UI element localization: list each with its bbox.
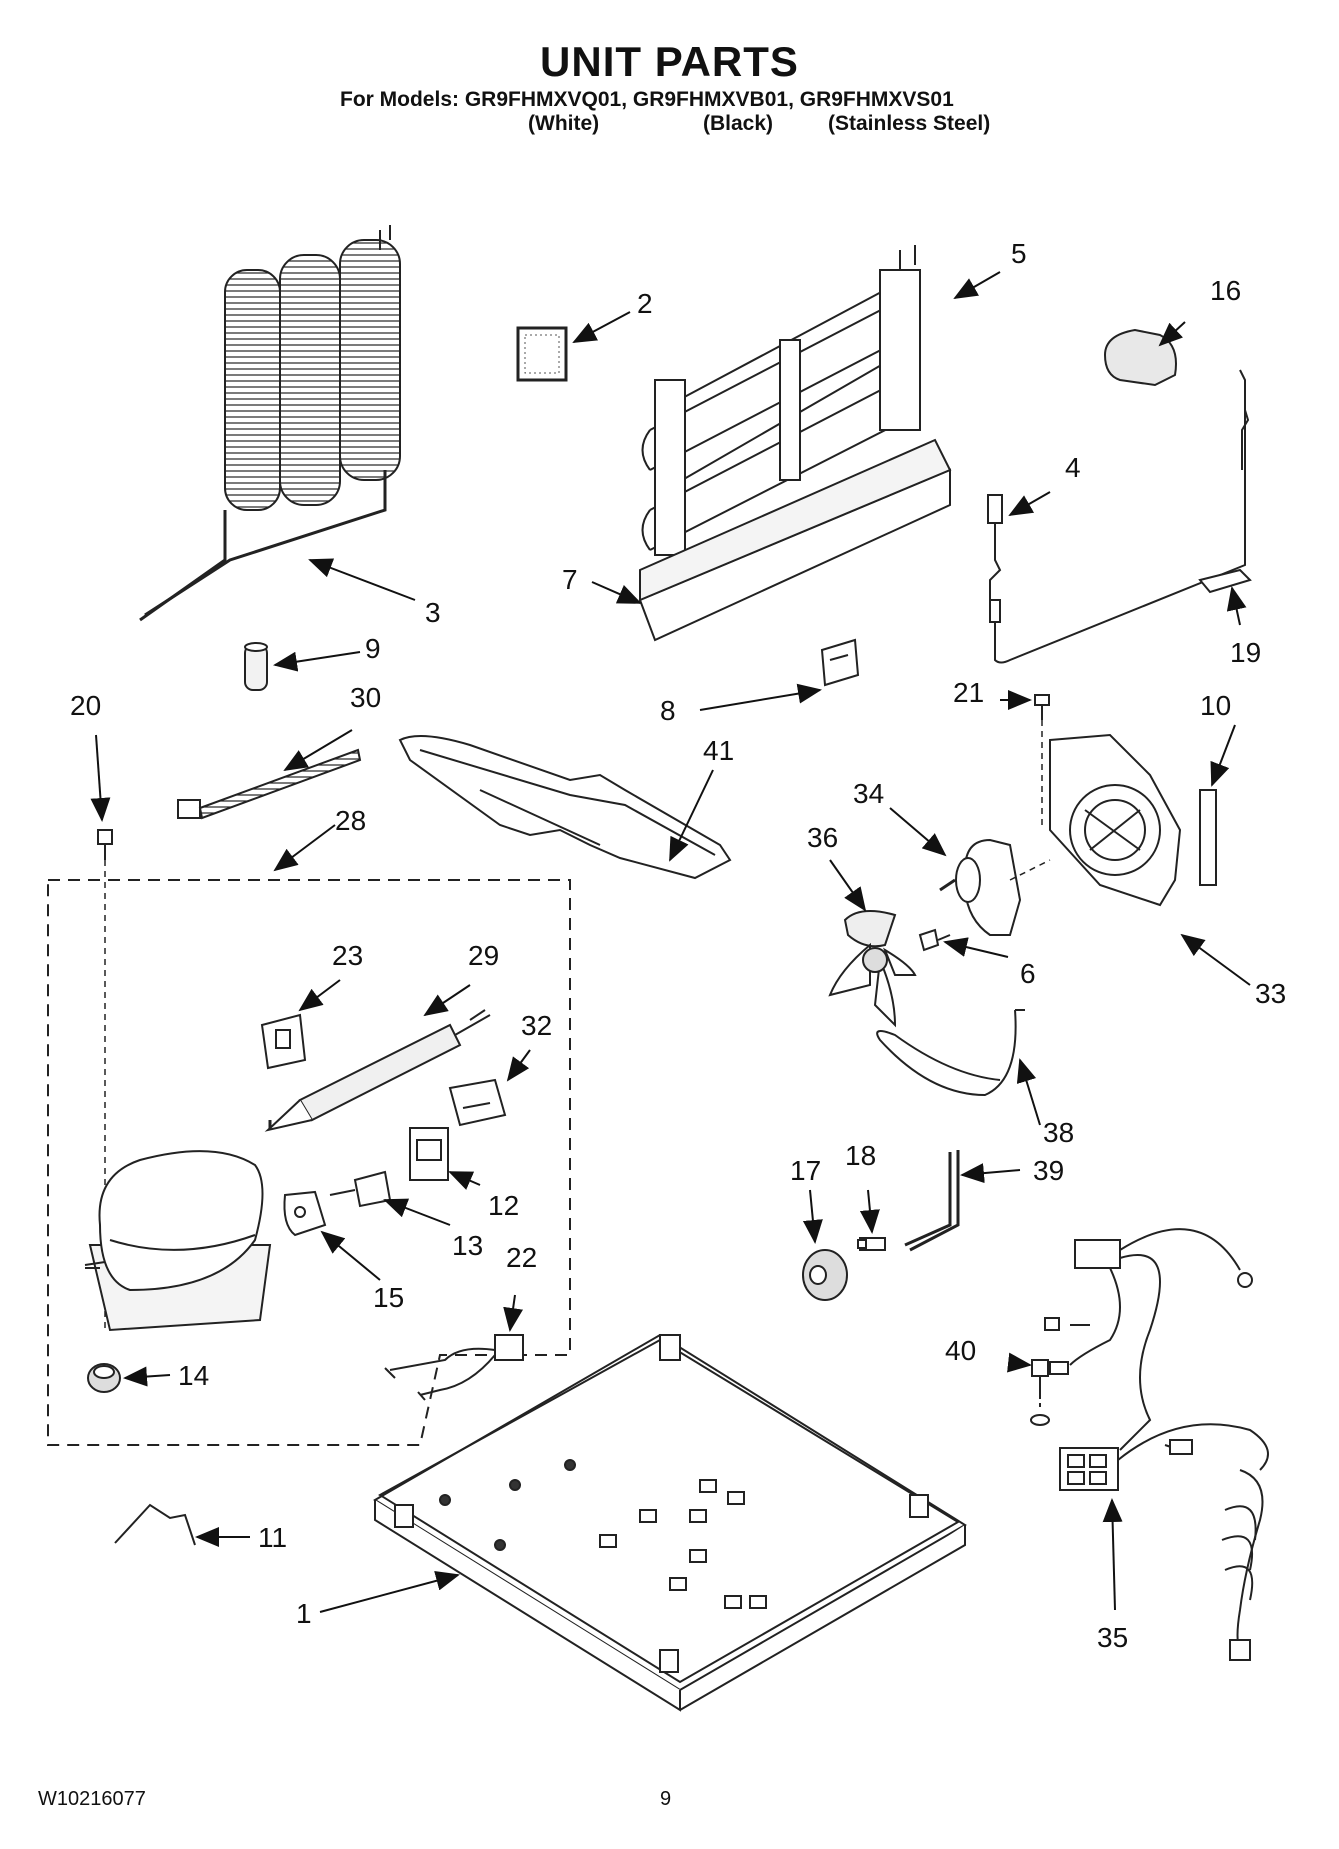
document-number: W10216077	[38, 1788, 146, 1810]
callout-28: 28	[335, 805, 367, 836]
condenser-coil	[139, 225, 401, 622]
foam-strip	[1199, 789, 1217, 886]
fan-motor	[939, 838, 1051, 936]
variant-black: (Black)	[703, 112, 774, 135]
callout-12: 12	[488, 1190, 520, 1221]
power-cord-22	[384, 1334, 524, 1401]
callout-20: 20	[70, 690, 102, 721]
relay	[260, 1013, 307, 1070]
callout-4: 4	[1065, 452, 1081, 483]
callout-17: 17	[790, 1155, 822, 1186]
ptc-relay	[283, 1190, 327, 1237]
wire-clip	[114, 1503, 196, 1546]
callout-34: 34	[853, 778, 885, 809]
base-frame	[373, 1333, 967, 1712]
start-device	[409, 1127, 449, 1181]
evaporator-drain-trough	[638, 438, 952, 642]
callout-23: 23	[332, 940, 364, 971]
callout-8: 8	[660, 695, 676, 726]
callout-5: 5	[1011, 238, 1027, 269]
callout-30: 30	[350, 682, 382, 713]
fan-shroud	[1049, 733, 1182, 907]
capacitor	[244, 642, 268, 691]
callout-38: 38	[1043, 1117, 1075, 1148]
l-tube	[904, 1150, 960, 1252]
callout-10: 10	[1200, 690, 1232, 721]
callout-36: 36	[807, 822, 839, 853]
screw-6	[918, 928, 951, 952]
callout-16: 16	[1210, 275, 1242, 306]
callout-14: 14	[178, 1360, 210, 1391]
thermostat-cover	[1103, 328, 1177, 387]
screw-40	[1030, 1359, 1050, 1426]
thermistor-harness	[987, 369, 1250, 664]
fan-blade	[828, 910, 917, 1028]
drain-tube	[876, 1009, 1025, 1097]
compressor-grommet-14	[87, 1363, 121, 1393]
models-line: For Models: GR9FHMXVQ01, GR9FHMXVB01, GR…	[340, 88, 954, 111]
callout-33: 33	[1255, 978, 1287, 1009]
callout-11: 11	[258, 1522, 288, 1553]
callout-41: 41	[703, 735, 735, 766]
compressor-grommet	[802, 1249, 848, 1301]
callout-9: 9	[365, 633, 381, 664]
mounting-bracket	[820, 638, 860, 687]
callout-7: 7	[562, 564, 578, 595]
callout-40: 40	[945, 1335, 977, 1366]
callout-15: 15	[373, 1282, 405, 1313]
screw-21	[1034, 694, 1050, 830]
callout-2: 2	[637, 288, 653, 319]
compressor	[84, 1150, 272, 1332]
leader-lines	[90, 271, 1251, 1613]
callout-29: 29	[468, 940, 500, 971]
insulation-pad	[516, 326, 568, 382]
callout-21: 21	[953, 677, 985, 708]
clip	[1198, 568, 1252, 594]
overload	[448, 1078, 507, 1127]
compressor-kit-boundary	[47, 879, 571, 1446]
filter-drier	[264, 1009, 491, 1132]
variant-white: (White)	[528, 112, 600, 135]
wiring-harness	[1044, 1228, 1269, 1661]
callout-1: 1	[296, 1598, 312, 1629]
drain-pan	[398, 735, 732, 880]
callout-13: 13	[452, 1230, 484, 1261]
callout-3: 3	[425, 597, 441, 628]
callout-6: 6	[1020, 958, 1036, 989]
page-title: UNIT PARTS	[540, 38, 799, 85]
callout-35: 35	[1097, 1622, 1129, 1653]
callout-19: 19	[1230, 637, 1262, 668]
mounting-pin	[857, 1237, 886, 1251]
callout-39: 39	[1033, 1155, 1065, 1186]
callout-32: 32	[521, 1010, 553, 1041]
callout-18: 18	[845, 1140, 877, 1171]
evaporator	[641, 245, 921, 556]
variant-stainless: (Stainless Steel)	[828, 112, 991, 135]
screw-20	[97, 829, 113, 1330]
callout-22: 22	[506, 1242, 538, 1273]
page-number: 9	[660, 1788, 672, 1810]
